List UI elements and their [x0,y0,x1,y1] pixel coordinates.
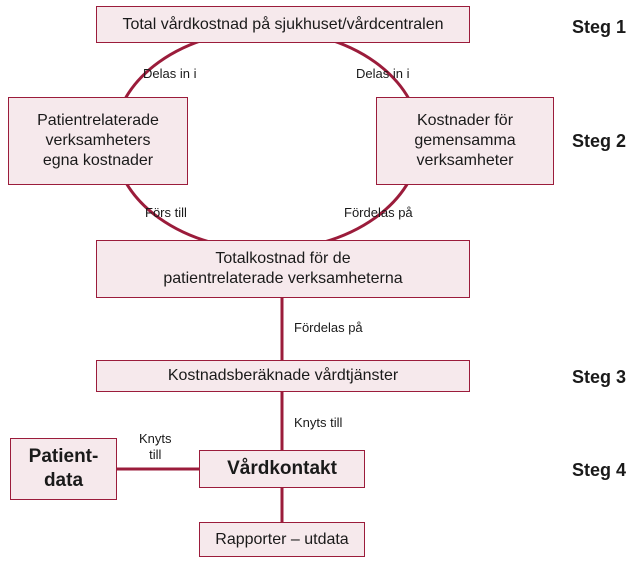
step-label-1: Steg 1 [572,17,627,37]
edge-label-split-left: Delas in i [143,66,197,81]
edge-label-distributed-right: Fördelas på [344,205,413,220]
node-shared-units: Kostnader för gemensamma verksamheter [376,97,554,185]
node-calculated-services: Kostnadsberäknade vårdtjänster [96,360,470,392]
node-calculated-services-label: Kostnadsberäknade vårdtjänster [167,367,399,384]
node-patient-data-label: Patient- data [28,446,99,491]
node-patient-units: Patientrelaterade verksamheters egna kos… [8,97,188,185]
node-total-cost-label: Total vårdkostnad på sjukhuset/vårdcentr… [122,15,444,33]
step-label-2: Steg 2 [572,131,627,151]
node-shared-units-label: Kostnader för gemensamma verksamheter [414,112,516,169]
edge-label-moved-to: Förs till [145,205,187,220]
edge-label-distributed-center: Fördelas på [294,320,363,335]
edge-label-split-right: Delas in i [356,66,410,81]
node-reports: Rapporter – utdata [199,522,365,557]
node-care-contact: Vårdkontakt [199,450,365,488]
step-label-3: Steg 3 [572,367,627,387]
node-total-patient-units-label: Totalkostnad för de patientrelaterade ve… [163,250,403,287]
node-patient-units-label: Patientrelaterade verksamheters egna kos… [37,112,159,169]
edge-label-linked-patient: Knyts till [139,431,172,462]
node-reports-label: Rapporter – utdata [215,530,349,548]
edge-label-linked-to: Knyts till [294,415,343,430]
node-patient-data: Patient- data [10,438,117,500]
node-care-contact-label: Vårdkontakt [227,458,337,480]
node-total-cost: Total vårdkostnad på sjukhuset/vårdcentr… [96,6,470,43]
node-total-patient-units: Totalkostnad för de patientrelaterade ve… [96,240,470,298]
step-label-4: Steg 4 [572,460,627,480]
